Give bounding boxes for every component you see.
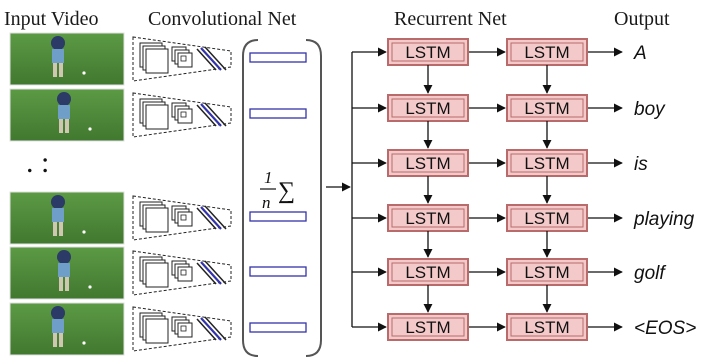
header-convolutional-net: Convolutional Net	[148, 8, 297, 30]
lstm-unit: LSTM	[506, 149, 588, 177]
lstm-unit: LSTM	[506, 258, 588, 286]
left-bracket	[242, 39, 259, 357]
lstm-unit: LSTM	[506, 38, 588, 66]
recurrent-net: LSTM LSTM LSTM LSTM LSTM LSTM LSTM LSTM LSTM LSTM…	[352, 38, 623, 341]
lstm-label: LSTM	[524, 318, 569, 337]
output-word: boy	[634, 99, 666, 120]
lstm-label: LSTM	[524, 154, 569, 173]
feature-vector-box	[249, 266, 307, 277]
lstm-label: LSTM	[405, 43, 450, 62]
lstm-unit: LSTM	[506, 94, 588, 122]
video-frame	[9, 32, 125, 86]
output-word: is	[634, 154, 648, 175]
header-recurrent-net: Recurrent Net	[394, 8, 507, 30]
video-frame	[9, 191, 125, 245]
feature-vector-box	[249, 211, 307, 222]
output-word: playing	[633, 209, 695, 230]
lstm-unit: LSTM	[387, 313, 469, 341]
feature-vectors	[249, 52, 307, 333]
video-frame	[9, 88, 125, 142]
lstm-unit: LSTM	[387, 94, 469, 122]
mean-numerator: 1	[264, 168, 273, 187]
lstm-unit: LSTM	[387, 204, 469, 232]
lstm-label: LSTM	[524, 209, 569, 228]
right-bracket	[305, 39, 322, 357]
mean-denominator: n	[262, 193, 271, 212]
lstm-unit: LSTM	[387, 258, 469, 286]
feature-vector-box	[249, 52, 307, 63]
header-input-video: Input Video	[4, 8, 99, 30]
lstm-label: LSTM	[405, 318, 450, 337]
lstm-unit: LSTM	[387, 38, 469, 66]
lstm-unit: LSTM	[506, 204, 588, 232]
lstm-label: LSTM	[405, 99, 450, 118]
cnn-stack	[132, 36, 232, 82]
output-word: golf	[634, 263, 666, 284]
lstm-label: LSTM	[405, 263, 450, 282]
cnn-stack	[132, 250, 232, 296]
cnn-stack	[132, 195, 232, 241]
header-output: Output	[614, 8, 670, 30]
lstm-unit: LSTM	[506, 313, 588, 341]
output-word: A	[633, 43, 647, 64]
lstm-label: LSTM	[405, 209, 450, 228]
lstm-unit: LSTM	[387, 149, 469, 177]
cnn-stack	[132, 92, 232, 138]
video-frame	[9, 246, 125, 300]
input-frames	[9, 32, 125, 356]
frames-ellipsis: . :	[26, 146, 49, 179]
feature-vector-box	[249, 322, 307, 333]
output-word: <EOS>	[634, 318, 696, 339]
cnn-stack	[132, 306, 232, 352]
feature-vector-box	[249, 108, 307, 119]
lstm-label: LSTM	[524, 263, 569, 282]
sum-symbol: ∑	[278, 178, 295, 204]
cnn-stacks	[132, 36, 232, 352]
video-frame	[9, 302, 125, 356]
lstm-label: LSTM	[524, 43, 569, 62]
lstm-label: LSTM	[405, 154, 450, 173]
lstm-label: LSTM	[524, 99, 569, 118]
